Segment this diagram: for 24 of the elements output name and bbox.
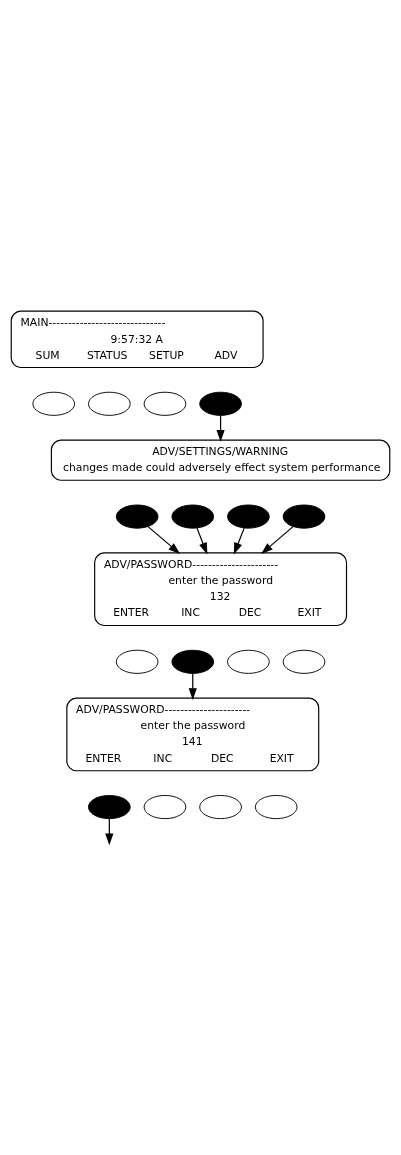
node-box: ADV/PASSWORD---------------------- enter the password 132 ENTER INC DEC EXIT bbox=[94, 552, 348, 627]
node-ellipse bbox=[199, 795, 242, 820]
arrow bbox=[196, 527, 208, 555]
arrow bbox=[233, 527, 245, 555]
node-ellipse bbox=[282, 649, 326, 674]
node-ellipse bbox=[143, 391, 187, 416]
node-ellipse bbox=[227, 504, 270, 529]
node-ellipse bbox=[115, 649, 159, 674]
node-ellipse bbox=[171, 649, 215, 674]
node-ellipse bbox=[88, 391, 131, 416]
node-ellipse bbox=[171, 504, 215, 529]
node-ellipse bbox=[32, 391, 76, 416]
node-ellipse bbox=[254, 795, 298, 820]
node-ellipse bbox=[143, 795, 187, 820]
node-box: ADV/SETTINGS/WARNING changes made could adversely effect system performance bbox=[50, 439, 391, 481]
node-ellipse bbox=[282, 504, 326, 529]
node-ellipse bbox=[115, 504, 159, 529]
node-ellipse bbox=[227, 649, 270, 674]
node-ellipse bbox=[199, 391, 242, 416]
arrow bbox=[261, 526, 294, 554]
arrow bbox=[147, 526, 181, 554]
node-box: ADV/PASSWORD---------------------- enter the password 141 ENTER INC DEC EXIT bbox=[66, 697, 320, 772]
node-box: MAIN------------------------------ 9:57:32 A SUM STATUS SETUP ADV bbox=[10, 310, 264, 369]
node-ellipse bbox=[88, 795, 131, 820]
